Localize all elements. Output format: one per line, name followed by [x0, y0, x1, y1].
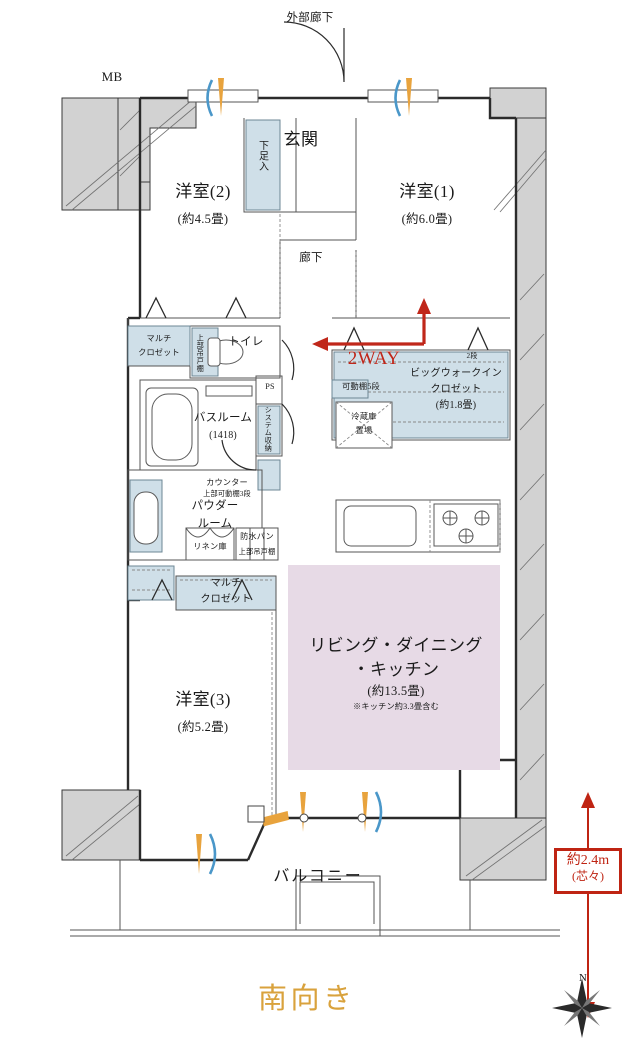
label-balcony: バルコニー [273, 868, 363, 885]
label-bathroom-size: (1418) [209, 430, 237, 441]
washer-pan [235, 527, 279, 561]
label-multi-closet-bottom-line2: クロゼット [200, 594, 252, 605]
label-waterproof-pan: 防水パン [240, 532, 274, 541]
label-counter: カウンター [206, 478, 248, 487]
system-storage-fill [257, 405, 281, 455]
label-ldk-line2: ・キッチン [352, 660, 440, 679]
interior-walls [127, 21, 511, 820]
orientation-label: 南向き [258, 983, 356, 1015]
ceiling-dimension-badge: 約2.4m (芯々) [554, 848, 622, 894]
label-bathroom-name: バスルーム [193, 412, 253, 424]
label-linen: リネン庫 [193, 542, 227, 551]
compass-rose [552, 978, 612, 1038]
label-room3-size: (約5.2畳) [177, 720, 229, 734]
label-fridge-line1: 冷蔵庫 [351, 412, 377, 421]
compass-north-label: N [578, 972, 588, 984]
kitchen-sink [343, 505, 417, 547]
dimension-note: (芯々) [572, 868, 604, 883]
label-ldk-line1: リビング・ダイニング [309, 636, 483, 655]
label-mb: MB [101, 69, 123, 84]
label-wic-line1: ビッグウォークイン [410, 368, 502, 379]
label-ps: PS [265, 382, 275, 391]
label-multi-closet-top-line1: マルチ [146, 334, 172, 343]
washbasin [133, 491, 159, 545]
label-ldk-size: (約13.5畳) [367, 684, 425, 698]
label-fridge-line2: 置場 [355, 426, 373, 435]
label-counter-shelf: 上部可動棚3段 [203, 490, 251, 498]
label-powder-room-line2: ルーム [197, 518, 233, 530]
label-outside-corridor: 外部廊下 [286, 12, 334, 24]
label-wic-size: (約1.8畳) [435, 400, 477, 411]
label-room1-size: (約6.0畳) [401, 212, 453, 226]
ldk-fill [288, 565, 500, 770]
balcony-area [70, 860, 560, 937]
label-room3-name: 洋室(3) [175, 690, 231, 709]
structural-walls [61, 87, 547, 881]
multi-closet-top-fill [127, 325, 191, 367]
label-wic-line2: クロゼット [430, 384, 482, 395]
door-swings [139, 21, 345, 471]
label-hallway: 廊下 [299, 252, 323, 264]
label-room1-name: 洋室(1) [399, 182, 455, 201]
dimension-value: 約2.4m [566, 853, 610, 868]
label-powder-room-line1: パウダー [191, 500, 239, 512]
label-entrance: 玄関 [283, 130, 319, 149]
window-markers [187, 78, 439, 875]
shoe-cabinet-fill [245, 119, 281, 211]
label-room2-name: 洋室(2) [175, 182, 231, 201]
label-multi-closet-bottom-line1: マルチ [210, 578, 242, 589]
label-toilet: トイレ [228, 336, 264, 348]
label-shelf-2dan: 2段 [466, 352, 478, 360]
label-room2-size: (約4.5畳) [177, 212, 229, 226]
movable-shelf-fill [331, 379, 369, 399]
label-system-storage: システム収納 [264, 406, 273, 452]
label-multi-closet-top-line2: クロゼット [138, 348, 180, 357]
linen-cabinet [185, 527, 235, 561]
label-2way: 2WAY [347, 348, 401, 369]
two-way-arrow [312, 298, 431, 351]
label-shoe-cabinet: 下足入 [256, 140, 268, 172]
label-ldk-note: ※キッチン約3.3畳含む [353, 702, 439, 711]
label-laundry-upper-cabinet: 上部吊戸棚 [238, 548, 276, 556]
label-movable-shelf: 可動棚5段 [342, 382, 380, 391]
label-toilet-upper-cabinet: 上部吊戸棚 [196, 333, 205, 373]
